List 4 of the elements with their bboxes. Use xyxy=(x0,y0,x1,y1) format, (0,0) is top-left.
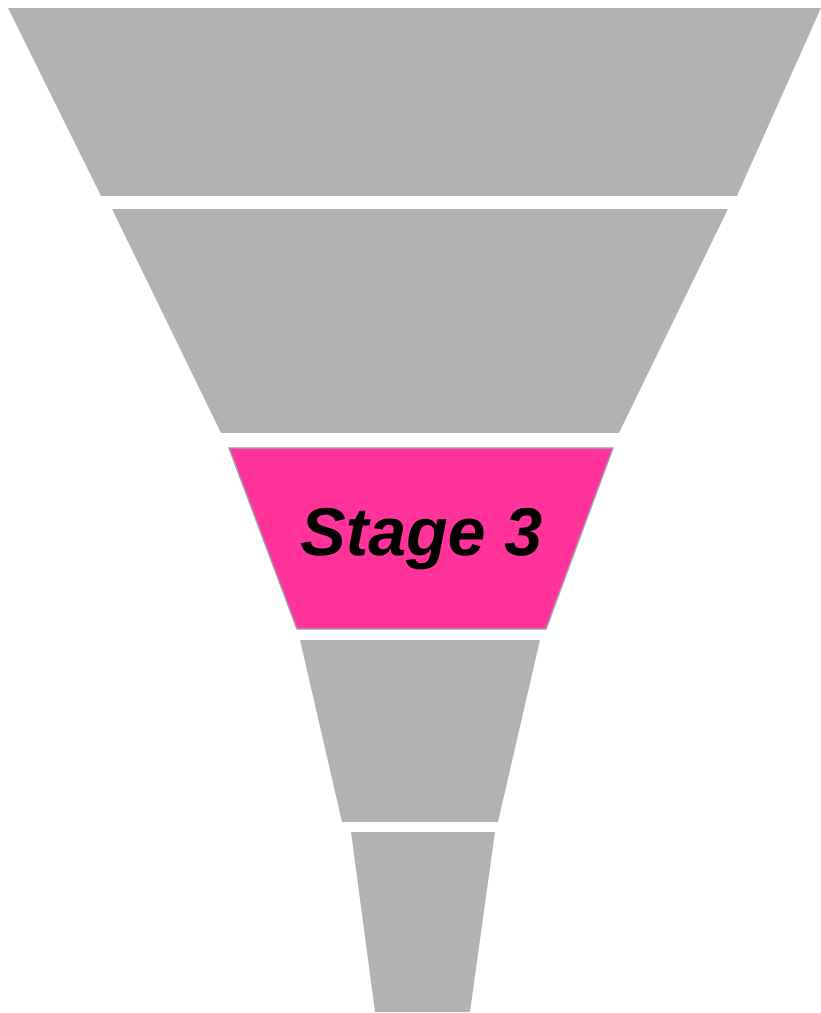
funnel-stage xyxy=(351,832,495,1012)
funnel-stage xyxy=(300,640,540,822)
funnel-stage xyxy=(112,209,728,433)
funnel-stage xyxy=(8,8,821,196)
